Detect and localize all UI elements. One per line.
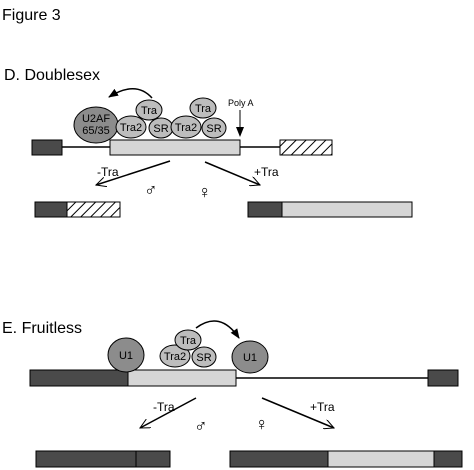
d-u2af-label: U2AF [82, 113, 110, 125]
d-exon-regulated [109, 139, 241, 156]
d-sr-label-1: SR [153, 123, 168, 135]
d-poly-a-label: Poly A [228, 98, 254, 108]
e-u1-factor-left [107, 337, 145, 373]
d-male-arrow [96, 160, 171, 185]
e-female-exon-1 [229, 450, 329, 468]
d-female-exon-light [281, 201, 413, 218]
e-exon-end [427, 369, 459, 387]
d-tra-label-2: Tra [195, 103, 212, 115]
e-male-exon-1 [35, 450, 137, 468]
e-male-symbol: ♂ [194, 416, 208, 436]
e-u1-label-right: U1 [243, 352, 257, 364]
d-female-arrow [204, 161, 260, 185]
e-female-exon-2 [327, 450, 435, 468]
e-male-arrow [140, 397, 197, 429]
d-plus-tra-label: +Tra [254, 165, 279, 179]
d-female-exon-dark [247, 201, 283, 218]
e-u1-label-left: U1 [119, 350, 133, 362]
figure-title: Figure 3 [2, 7, 61, 24]
d-male-symbol: ♂ [144, 180, 158, 200]
d-tra2-factor-1 [115, 115, 147, 139]
e-tra2-factor [159, 344, 191, 368]
panel-e-title: E. Fruitless [2, 320, 82, 337]
panel-fruitless: E. Fruitless U1 U1 Tra2 Tra SR -Tra +Tra… [2, 320, 463, 468]
e-plus-tra-label: +Tra [310, 400, 335, 414]
d-tra-label-1: Tra [141, 105, 158, 117]
e-recruitment-arrow [195, 320, 240, 339]
d-tra2-label-2: Tra2 [175, 122, 197, 134]
e-female-exon-3 [433, 450, 463, 468]
d-tra2-label-1: Tra2 [120, 122, 142, 134]
d-male-exon-hatched [66, 201, 121, 218]
d-minus-tra-label: -Tra [97, 165, 119, 179]
e-exon-regulated [127, 369, 237, 387]
d-exon-hatched [279, 139, 333, 156]
e-exon-dark [29, 369, 129, 387]
d-male-exon-dark [34, 201, 68, 218]
e-tra-label: Tra [180, 335, 197, 347]
e-sr-factor [191, 346, 217, 368]
d-exon-dark [31, 139, 63, 156]
d-tra-factor-2 [189, 97, 217, 119]
d-tra-factor-1 [135, 99, 163, 121]
d-sr-label-2: SR [206, 123, 221, 135]
e-minus-tra-label: -Tra [153, 400, 175, 414]
e-u1-factor-right [231, 340, 269, 374]
e-female-symbol: ♀ [255, 414, 269, 434]
d-female-symbol: ♀ [198, 182, 212, 202]
d-recruitment-arrow [108, 88, 153, 99]
d-u2af-sub-label: 65/35 [82, 125, 110, 137]
panel-d-title: D. Doublesex [4, 67, 100, 84]
e-sr-label: SR [196, 352, 211, 364]
e-tra2-label: Tra2 [164, 351, 186, 363]
panel-doublesex: D. Doublesex U2AF 65/35 Tra2 Tra SR Tra2… [4, 67, 413, 218]
e-female-arrow [261, 397, 334, 428]
e-tra-factor [174, 329, 202, 351]
d-tra2-factor-2 [170, 115, 202, 139]
e-male-exon-2 [135, 450, 171, 468]
d-sr-factor-2 [201, 117, 227, 139]
